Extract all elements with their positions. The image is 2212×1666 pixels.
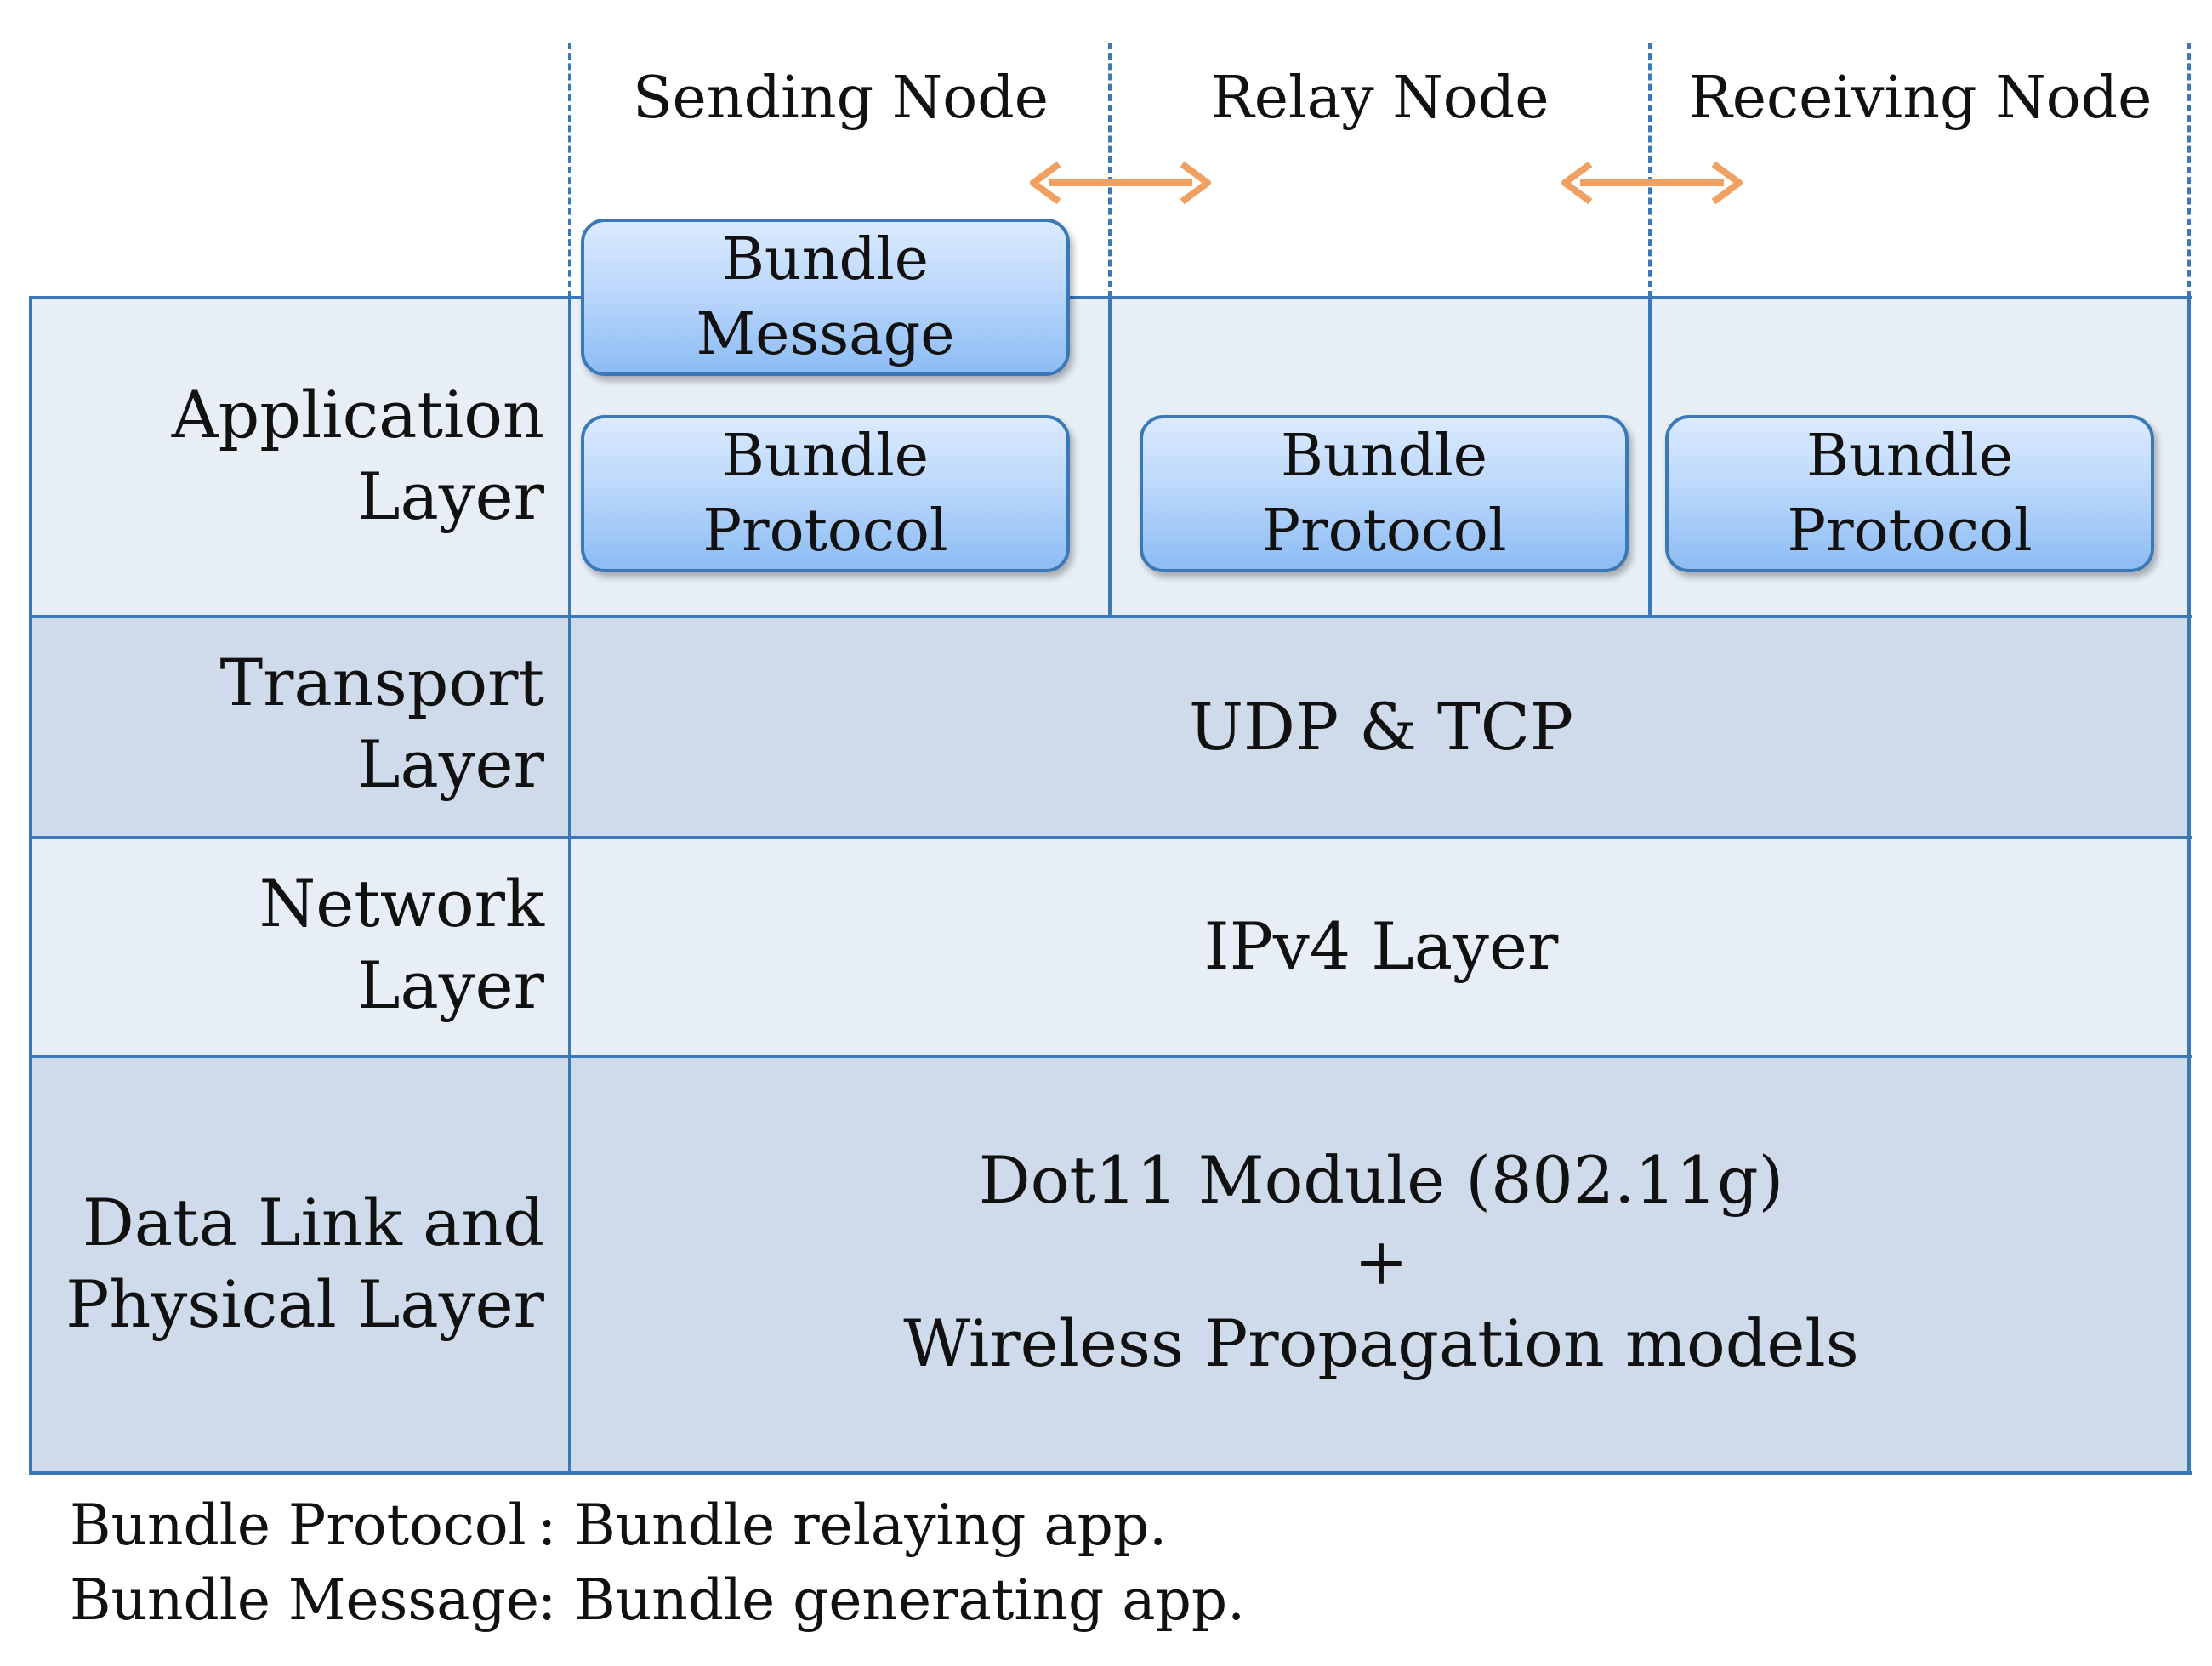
bundle-protocol-box-sending: Bundle Protocol <box>581 415 1070 572</box>
legend-definition: : Bundle generating app. <box>537 1567 1246 1633</box>
datalink-layer-label: Data Link and Physical Layer <box>51 1182 544 1345</box>
datalink-layer-label-line1: Data Link and <box>82 1185 544 1260</box>
bundle-protocol-box-receiving: Bundle Protocol <box>1665 415 2154 572</box>
bundle-message-line2: Message <box>696 300 955 368</box>
node-divider-1 <box>568 43 571 298</box>
network-layer-band <box>31 838 2191 1056</box>
datalink-content-line2: + <box>1354 1224 1408 1299</box>
link-arrow-sending-relay <box>1030 161 1211 205</box>
node-divider-2 <box>1108 43 1112 298</box>
network-layer-label-line2: Layer <box>356 947 544 1023</box>
network-layer-content: IPv4 Layer <box>1203 908 1559 984</box>
grid-line-right <box>2187 296 2191 1475</box>
bundle-message-box: Bundle Message <box>581 219 1070 376</box>
grid-line-app-node-2 <box>1648 296 1652 617</box>
grid-line-transport-network <box>29 836 2192 839</box>
link-arrow-relay-receiving <box>1561 161 1743 205</box>
bundle-protocol-line2: Protocol <box>1261 497 1507 565</box>
transport-layer-label: Transport Layer <box>51 642 544 805</box>
transport-layer-content: UDP & TCP <box>1188 689 1574 765</box>
bundle-protocol-line2: Protocol <box>702 497 948 565</box>
bundle-protocol-line1: Bundle <box>721 422 930 490</box>
legend-row-message: Bundle Message: Bundle generating app. <box>70 1567 1245 1633</box>
datalink-layer-content: Dot11 Module (802.11g) + Wireless Propag… <box>571 1140 2191 1385</box>
legend-term: Bundle Protocol <box>70 1493 526 1558</box>
bundle-message-line1: Bundle <box>721 225 930 293</box>
datalink-content-line1: Dot11 Module (802.11g) <box>978 1142 1784 1218</box>
node-divider-4 <box>2187 43 2191 298</box>
grid-line-left <box>29 296 32 1475</box>
bundle-protocol-line1: Bundle <box>1805 422 2014 490</box>
relay-node-header: Relay Node <box>1210 64 1550 132</box>
datalink-content-line3: Wireless Propagation models <box>903 1305 1859 1381</box>
application-layer-label-line2: Layer <box>356 458 544 534</box>
transport-layer-label-line2: Layer <box>356 726 544 802</box>
datalink-layer-band <box>31 1056 2191 1473</box>
network-layer-label-line1: Network <box>259 866 544 941</box>
node-divider-3 <box>1648 43 1652 298</box>
grid-line-network-datalink <box>29 1055 2192 1058</box>
bundle-protocol-line2: Protocol <box>1787 497 2033 565</box>
legend-row-protocol: Bundle Protocol: Bundle relaying app. <box>70 1493 1167 1558</box>
receiving-node-header: Receiving Node <box>1688 64 2152 132</box>
grid-line-app-transport <box>29 615 2192 618</box>
grid-line-label-divider <box>568 296 571 1475</box>
grid-line-bottom <box>29 1471 2192 1475</box>
legend-definition: : Bundle relaying app. <box>537 1493 1168 1558</box>
grid-line-app-node-1 <box>1108 296 1112 617</box>
transport-layer-band <box>31 617 2191 838</box>
application-layer-label: Application Layer <box>51 374 544 537</box>
datalink-layer-label-line2: Physical Layer <box>65 1266 544 1342</box>
transport-layer-label-line1: Transport <box>219 645 544 720</box>
legend-term: Bundle Message <box>70 1567 539 1633</box>
sending-node-header: Sending Node <box>632 64 1049 132</box>
network-layer-label: Network Layer <box>51 863 544 1026</box>
bundle-protocol-box-relay: Bundle Protocol <box>1140 415 1629 572</box>
bundle-protocol-line1: Bundle <box>1280 422 1488 490</box>
application-layer-label-line1: Application <box>171 377 544 452</box>
